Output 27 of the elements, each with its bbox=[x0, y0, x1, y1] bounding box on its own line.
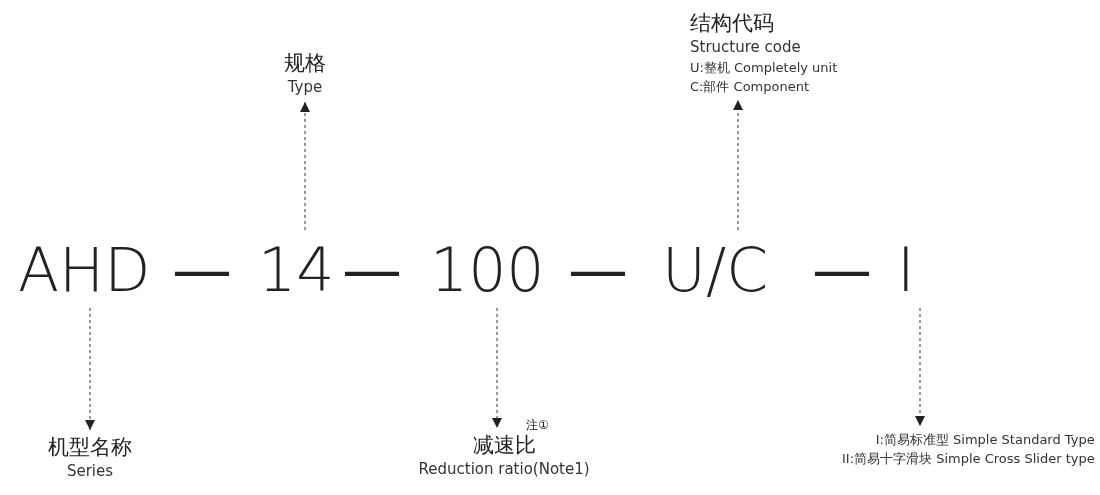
heading: 减速比 bbox=[471, 432, 537, 458]
option-text: U:整机 Completely unit bbox=[690, 59, 838, 77]
model-code: 100 bbox=[430, 240, 545, 300]
arrow bbox=[300, 101, 310, 231]
english-label: Reduction ratio(Note1) bbox=[418, 459, 590, 480]
heading: 结构代码 bbox=[690, 10, 775, 36]
option-text: C:部件 Component bbox=[690, 78, 811, 96]
arrow bbox=[492, 307, 502, 429]
heading: 规格 bbox=[284, 50, 326, 76]
separator-dash: — bbox=[568, 240, 628, 300]
model-code: I bbox=[897, 240, 915, 300]
separator-dash: — bbox=[172, 240, 232, 300]
arrow bbox=[85, 307, 95, 431]
model-code: AHD bbox=[18, 240, 151, 300]
english-label: Type bbox=[286, 77, 324, 98]
english-label: Series bbox=[65, 461, 115, 482]
separator-dash: — bbox=[342, 240, 402, 300]
arrow bbox=[915, 307, 925, 427]
model-code: 14 bbox=[258, 240, 335, 300]
heading: 机型名称 bbox=[48, 434, 132, 460]
model-code: U/C bbox=[662, 240, 769, 300]
option-text: I:简易标准型 Simple Standard Type bbox=[874, 431, 1095, 449]
note-mark: 注① bbox=[526, 417, 549, 434]
option-text: II:简易十字滑块 Simple Cross Slider type bbox=[842, 450, 1095, 468]
separator-dash: — bbox=[812, 240, 872, 300]
english-label: Structure code bbox=[690, 37, 802, 58]
arrow bbox=[733, 99, 743, 231]
